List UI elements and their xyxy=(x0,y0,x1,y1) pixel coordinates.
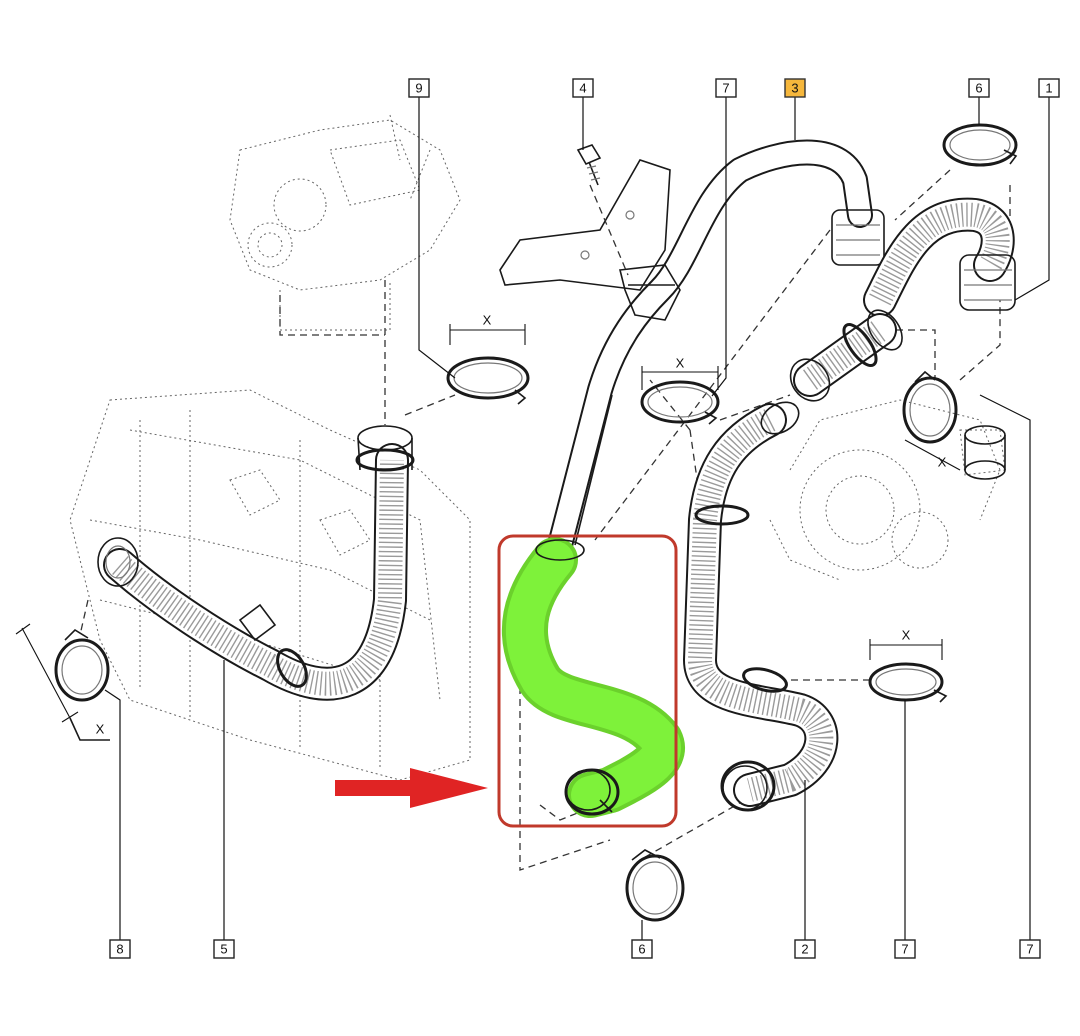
clamp-6-top xyxy=(942,123,1018,167)
pointer-arrow xyxy=(335,768,488,808)
svg-text:6: 6 xyxy=(638,942,645,957)
callout-3: 3 xyxy=(784,78,806,98)
turbocharger-sketch xyxy=(769,399,1006,581)
svg-text:2: 2 xyxy=(801,942,808,957)
callout-7-top: 7 xyxy=(715,78,737,98)
callout-4: 4 xyxy=(572,78,594,98)
callout-7-bottom-mid: 7 xyxy=(894,939,916,959)
hose-1 xyxy=(863,197,1016,317)
clamp-7-lower: X xyxy=(868,628,948,703)
svg-text:9: 9 xyxy=(415,81,422,96)
svg-text:7: 7 xyxy=(722,81,729,96)
callout-7-bottom-right: 7 xyxy=(1019,939,1041,959)
leader-lines xyxy=(104,97,1050,940)
highlight-frame xyxy=(497,534,678,828)
svg-text:7: 7 xyxy=(1026,942,1033,957)
svg-text:3: 3 xyxy=(791,81,798,96)
clamp-turbo: X xyxy=(902,370,961,471)
svg-text:7: 7 xyxy=(901,942,908,957)
dim-x-label: X xyxy=(483,313,492,328)
highlighted-hose xyxy=(502,537,685,818)
hose-2 xyxy=(683,401,839,812)
callout-5: 5 xyxy=(213,939,235,959)
clamp-6-bottom xyxy=(625,849,685,922)
assembly-lines xyxy=(79,169,1011,871)
dim-x-label: X xyxy=(938,455,947,470)
dim-x-label: X xyxy=(676,356,685,371)
callout-9: 9 xyxy=(408,78,430,98)
pipe-3-bracket xyxy=(619,264,681,321)
pipe-3 xyxy=(547,139,885,558)
callout-6-top: 6 xyxy=(968,78,990,98)
svg-text:4: 4 xyxy=(579,81,586,96)
svg-text:8: 8 xyxy=(116,942,123,957)
hose-5 xyxy=(97,425,415,701)
callout-1: 1 xyxy=(1038,78,1060,98)
turbo-connector xyxy=(789,309,903,402)
clamp-8: X xyxy=(15,623,110,741)
dim-x-label: X xyxy=(902,628,911,643)
clamp-7-top: X xyxy=(640,356,720,425)
bolt-4 xyxy=(576,144,602,186)
svg-text:6: 6 xyxy=(975,81,982,96)
callout-2: 2 xyxy=(794,939,816,959)
callout-6-bottom: 6 xyxy=(631,939,653,959)
bracket-sketch xyxy=(499,159,671,291)
svg-text:1: 1 xyxy=(1045,81,1052,96)
clamp-9: X xyxy=(446,313,530,405)
throttle-body-sketch xyxy=(229,114,461,331)
callout-8: 8 xyxy=(109,939,131,959)
svg-text:5: 5 xyxy=(220,942,227,957)
dim-x-label: X xyxy=(96,722,105,737)
